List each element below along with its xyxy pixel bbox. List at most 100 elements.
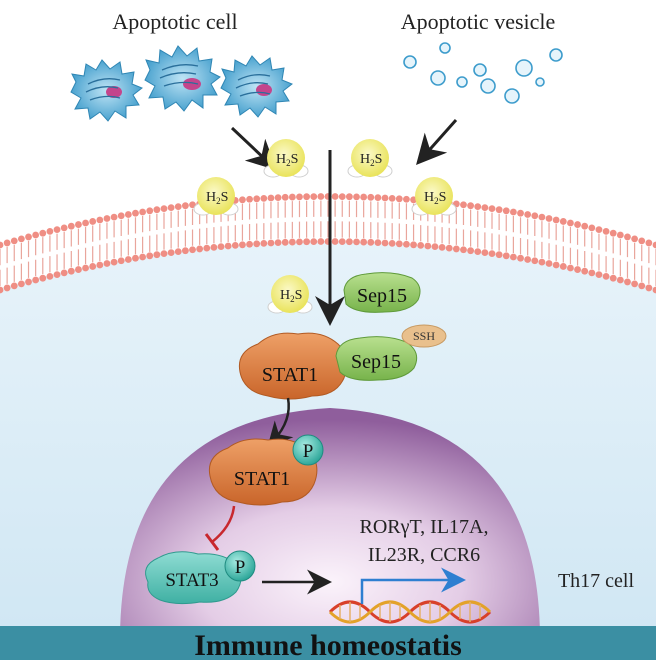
lipid-head (274, 239, 282, 247)
lipid-head (103, 260, 111, 267)
lipid-head (246, 195, 253, 203)
lipid-head (267, 239, 275, 247)
lipid-head (467, 202, 475, 210)
lipid-head (616, 231, 624, 239)
lipid-head (153, 206, 161, 214)
svg-text:H2S: H2S (206, 190, 228, 206)
lipid-head (317, 238, 325, 245)
lipid-head (531, 257, 539, 265)
lipid-head (303, 238, 311, 246)
lipid-head (253, 240, 261, 248)
lipid-head (652, 241, 656, 249)
lipid-head (438, 243, 446, 251)
lipid-head (132, 209, 139, 217)
lipid-head (274, 194, 282, 202)
lipid-head (517, 254, 524, 262)
dna-helix (328, 600, 492, 624)
lipid-head (0, 286, 4, 294)
h2s-molecule-2: H2S (347, 139, 393, 178)
apoptotic-cell-1 (70, 59, 143, 122)
lipid-head (509, 253, 517, 261)
lipid-head (60, 224, 68, 232)
lipid-head (17, 235, 25, 243)
lipid-head (246, 240, 253, 248)
lipid-head (645, 239, 653, 247)
lipid-head (281, 193, 289, 201)
lipid-head (96, 216, 104, 224)
lipid-head (552, 261, 560, 269)
lipid-head (167, 204, 175, 211)
lipid-head (189, 246, 196, 254)
lipid-head (388, 194, 396, 202)
lipid-head (374, 239, 382, 247)
lipid-head (531, 212, 539, 220)
svg-text:STAT3: STAT3 (165, 570, 218, 591)
lipid-head (181, 202, 189, 210)
lipid-head (267, 194, 275, 202)
lipid-head (474, 203, 482, 211)
lipid-head (0, 241, 4, 249)
lipid-head (631, 280, 639, 288)
lipid-head (652, 286, 656, 294)
lipid-head (25, 233, 32, 241)
lipid-head (53, 226, 61, 233)
lipid-head (452, 245, 460, 253)
ssh-label: SSH (413, 329, 435, 343)
lipid-head (410, 241, 417, 249)
lipid-head (82, 264, 89, 272)
lipid-head (360, 238, 368, 246)
lipid-head (296, 193, 303, 201)
lipid-head (588, 224, 596, 232)
lipid-head (203, 244, 211, 252)
lipid-head (260, 194, 268, 202)
lipid-head (424, 242, 432, 250)
lipid-head (231, 241, 239, 249)
lipid-head (488, 250, 496, 258)
lipid-head (545, 215, 553, 222)
lipid-head (32, 231, 40, 239)
lipid-head (103, 215, 111, 222)
genes-line-1: RORγT, IL17A, (359, 516, 488, 538)
lipid-head (260, 239, 268, 247)
lipid-head (174, 203, 182, 211)
lipid-head (146, 252, 154, 260)
lipid-head (545, 260, 553, 267)
phospho-stat3: STAT3 P (145, 550, 256, 605)
lipid-head (467, 247, 475, 255)
svg-text:Sep15: Sep15 (357, 285, 407, 307)
svg-text:H2S: H2S (280, 288, 302, 304)
lipid-head (488, 205, 496, 213)
lipid-head (502, 252, 510, 260)
lipid-head (331, 238, 339, 245)
phospho-stat3-p: P (235, 557, 246, 578)
apoptotic-vesicles (403, 42, 563, 104)
lipid-head (174, 248, 182, 256)
lipid-head (89, 218, 97, 225)
lipid-head (338, 193, 346, 200)
phospho-stat1-p: P (303, 441, 314, 462)
lipid-head (82, 219, 89, 227)
lipid-head (124, 256, 132, 263)
h2s-molecule-5: H2S (267, 275, 313, 314)
lipid-head (460, 246, 467, 254)
lipid-head (32, 276, 40, 284)
lipid-head (595, 271, 603, 278)
svg-text:H2S: H2S (424, 190, 446, 206)
lipid-head (10, 282, 18, 290)
lipid-head (395, 240, 403, 248)
h2s-molecule-1: H2S (263, 139, 309, 178)
arrow-from-vesicles (416, 119, 458, 165)
sep15-free: Sep15 (343, 272, 421, 313)
lipid-head (39, 274, 47, 282)
lipid-head (631, 235, 639, 243)
lipid-head (474, 248, 482, 256)
lipid-head (602, 227, 610, 235)
lipid-head (310, 193, 318, 200)
lipid-head (367, 238, 375, 246)
lipid-head (25, 278, 32, 286)
lipid-head (345, 238, 353, 246)
lipid-head (110, 213, 118, 221)
lipid-head (481, 204, 489, 211)
lipid-head (602, 272, 610, 280)
th17-cell-label: Th17 cell (558, 570, 635, 592)
